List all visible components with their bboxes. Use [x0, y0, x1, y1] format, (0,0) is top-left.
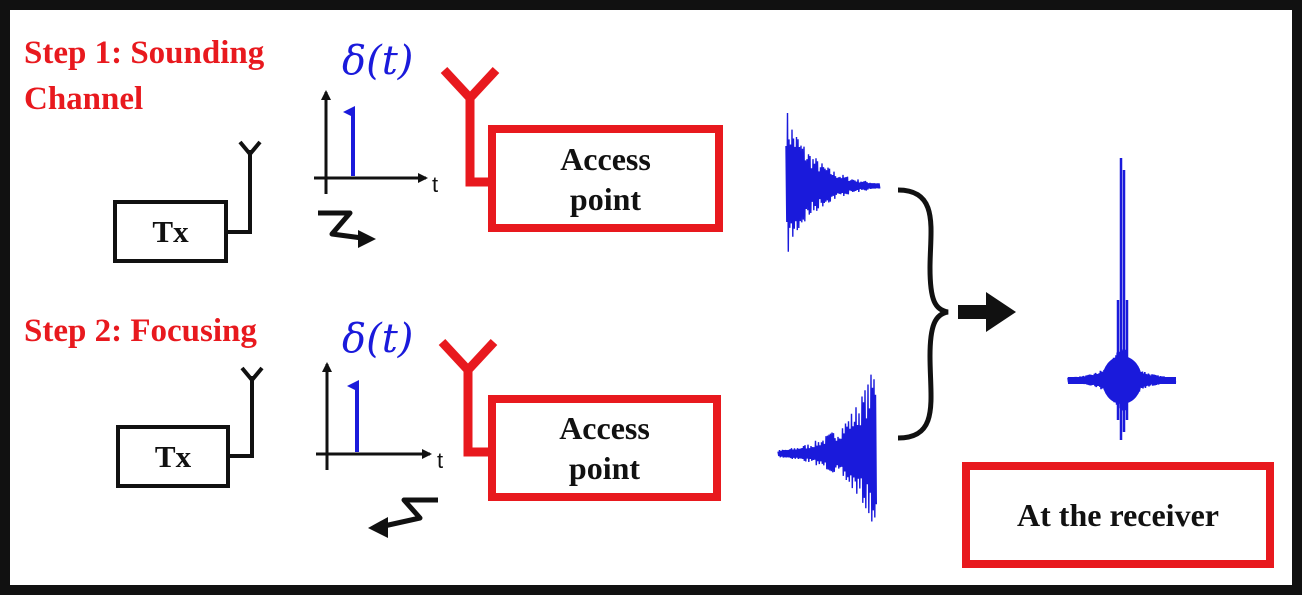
step2-access-point-line1: Access — [559, 410, 650, 446]
focused-waveform-icon — [1067, 158, 1177, 440]
step1-impulse-plot-icon — [314, 90, 428, 194]
step2-tx-antenna-icon — [230, 366, 264, 458]
receiver-label: At the receiver — [1017, 496, 1219, 533]
time-reversed-waveform-icon — [777, 374, 877, 522]
step1-access-point-line1: Access — [560, 140, 651, 177]
receiver-box: At the receiver — [962, 462, 1274, 568]
step2-access-point-line2: point — [568, 450, 641, 486]
step2-time-axis-label: t — [437, 448, 444, 473]
step2-access-point-box: Access point — [488, 395, 721, 501]
step2-wireless-link-arrow-icon — [368, 497, 438, 538]
step1-label-line2: Channel — [24, 81, 144, 117]
step2-access-point-antenna-icon — [438, 338, 498, 457]
step2-label: Step 2: Focusing — [24, 308, 257, 354]
step1-label: Step 1: Sounding Channel — [24, 30, 264, 122]
step2-impulse-label: δ(t) — [342, 316, 414, 362]
step2-transmitter-label: Tx — [154, 438, 192, 474]
step1-access-point-antenna-icon — [440, 66, 500, 187]
right-arrow-icon — [958, 292, 1016, 332]
step1-label-line1: Step 1: Sounding — [24, 35, 265, 71]
step1-tx-antenna-icon — [228, 140, 262, 234]
step1-time-axis-label: t — [432, 172, 439, 197]
step2-impulse-plot-icon — [316, 362, 432, 470]
step1-access-point-box: Access point — [488, 125, 723, 232]
step1-access-point-line2: point — [569, 180, 642, 217]
step2-label-line1: Step 2: Focusing — [24, 313, 257, 349]
step1-impulse-label: δ(t) — [342, 38, 414, 84]
step1-transmitter-label: Tx — [152, 213, 189, 249]
step1-transmitter-box: Tx — [113, 200, 228, 263]
step1-wireless-link-arrow-icon — [318, 210, 376, 248]
brace-icon — [897, 187, 949, 441]
channel-response-waveform-icon — [785, 112, 881, 252]
step2-transmitter-box: Tx — [116, 425, 230, 488]
